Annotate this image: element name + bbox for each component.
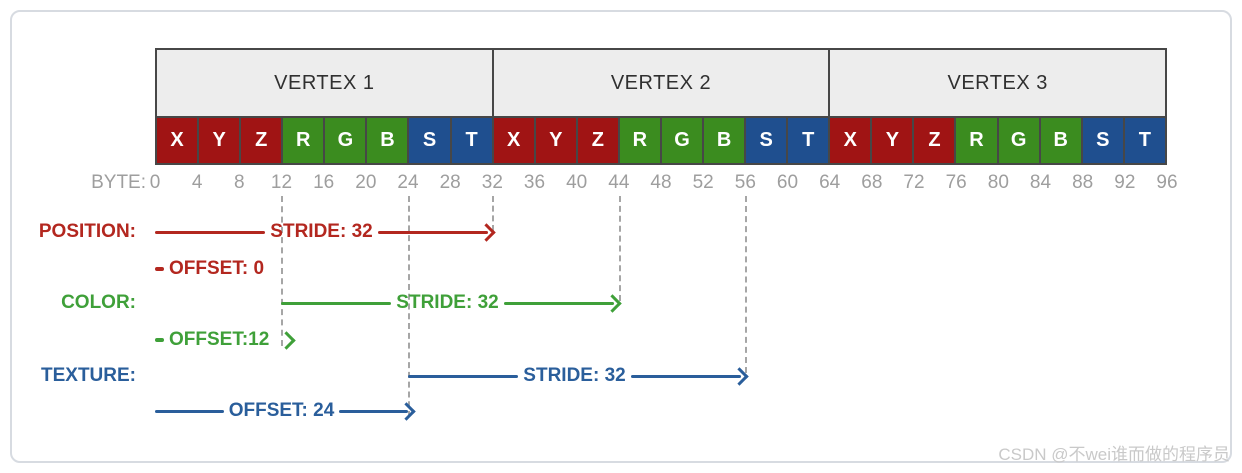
texture-offset-text: OFFSET: 24 bbox=[228, 400, 335, 421]
color-offset-arrow: OFFSET:12 bbox=[155, 329, 296, 351]
vertex1-header: VERTEX 1 bbox=[157, 50, 492, 116]
byte-tick: 16 bbox=[313, 172, 335, 193]
byte-tick: 76 bbox=[945, 172, 967, 193]
byte-tick: 56 bbox=[734, 172, 756, 193]
position-stride-arrow: STRIDE: 32 bbox=[155, 221, 496, 243]
guide-byte-24 bbox=[408, 196, 410, 417]
texture-label: TEXTURE: bbox=[41, 365, 136, 386]
guide-byte-56 bbox=[745, 196, 747, 373]
byte-tick: 80 bbox=[987, 172, 1009, 193]
byte-tick: 12 bbox=[270, 172, 293, 193]
color-stride-text: STRIDE: 32 bbox=[396, 292, 499, 313]
vertex-header-row: VERTEX 1 VERTEX 2 VERTEX 3 bbox=[157, 50, 1166, 118]
position-offset-text: OFFSET: 0 bbox=[169, 258, 265, 279]
cell-r: R bbox=[954, 118, 997, 163]
color-stride-arrow: STRIDE: 32 bbox=[281, 292, 622, 314]
arrow-line bbox=[281, 301, 392, 305]
cell-t: T bbox=[786, 118, 829, 163]
byte-tick: 72 bbox=[903, 172, 925, 193]
texture-stride-arrow: STRIDE: 32 bbox=[408, 365, 749, 387]
cell-g: G bbox=[996, 118, 1039, 163]
cell-z: Z bbox=[239, 118, 282, 163]
byte-tick: 92 bbox=[1114, 172, 1136, 193]
cell-b: B bbox=[702, 118, 745, 163]
arrowhead-icon bbox=[397, 401, 416, 421]
arrowhead-icon bbox=[730, 366, 749, 386]
byte-scale: 0 4 8 12 16 20 24 28 32 36 40 44 48 52 5… bbox=[150, 172, 1178, 196]
position-stride-text: STRIDE: 32 bbox=[270, 221, 373, 242]
cell-x: X bbox=[491, 118, 534, 163]
vertex-cells-row: X Y Z R G B S T X Y Z R G B S T X Y Z R … bbox=[157, 118, 1165, 163]
cell-y: Y bbox=[870, 118, 913, 163]
arrow-line bbox=[408, 374, 519, 378]
byte-tick: 28 bbox=[439, 172, 461, 193]
byte-tick: 68 bbox=[861, 172, 883, 193]
offset-dash bbox=[155, 267, 164, 271]
byte-tick: 88 bbox=[1072, 172, 1094, 193]
cell-z: Z bbox=[912, 118, 955, 163]
byte-tick: 36 bbox=[523, 172, 546, 193]
byte-scale-label: BYTE: bbox=[91, 172, 146, 193]
cell-y: Y bbox=[197, 118, 240, 163]
cell-r: R bbox=[617, 118, 660, 163]
position-label: POSITION: bbox=[38, 221, 136, 242]
arrowhead-icon bbox=[277, 330, 296, 350]
cell-x: X bbox=[828, 118, 871, 163]
position-offset-marker: OFFSET: 0 bbox=[155, 258, 264, 280]
byte-tick: 52 bbox=[692, 172, 714, 193]
byte-tick: 96 bbox=[1156, 172, 1178, 193]
cell-g: G bbox=[323, 118, 366, 163]
cell-t: T bbox=[1122, 118, 1165, 163]
cell-s: S bbox=[407, 118, 450, 163]
arrow-line bbox=[339, 409, 409, 413]
cell-b: B bbox=[365, 118, 408, 163]
byte-tick: 84 bbox=[1029, 172, 1052, 193]
color-offset-text: OFFSET:12 bbox=[169, 329, 270, 350]
byte-tick: 60 bbox=[776, 172, 799, 193]
byte-tick: 20 bbox=[355, 172, 377, 193]
cell-b: B bbox=[1038, 118, 1081, 163]
cell-s: S bbox=[744, 118, 787, 163]
vertex3-header: VERTEX 3 bbox=[828, 50, 1166, 116]
csdn-watermark: CSDN @不wei谁而做的程序员 bbox=[998, 445, 1230, 464]
cell-r: R bbox=[281, 118, 324, 163]
byte-tick: 32 bbox=[481, 172, 503, 193]
cell-t: T bbox=[449, 118, 492, 163]
byte-tick: 24 bbox=[397, 172, 419, 193]
byte-tick: 0 bbox=[149, 172, 161, 193]
cell-x: X bbox=[157, 118, 198, 163]
byte-tick: 8 bbox=[234, 172, 245, 193]
byte-tick: 48 bbox=[650, 172, 672, 193]
color-label: COLOR: bbox=[61, 292, 136, 313]
guide-byte-44 bbox=[619, 196, 621, 301]
texture-stride-text: STRIDE: 32 bbox=[523, 365, 626, 386]
arrow-line bbox=[155, 230, 266, 234]
vertex2-header: VERTEX 2 bbox=[491, 50, 829, 116]
guide-byte-32 bbox=[492, 196, 494, 231]
cell-y: Y bbox=[533, 118, 576, 163]
texture-offset-arrow: OFFSET: 24 bbox=[155, 400, 416, 422]
arrow-line bbox=[377, 230, 489, 234]
guide-byte-12 bbox=[281, 196, 283, 346]
cell-s: S bbox=[1080, 118, 1123, 163]
cell-z: Z bbox=[575, 118, 618, 163]
byte-tick: 64 bbox=[819, 172, 841, 193]
byte-tick: 44 bbox=[608, 172, 630, 193]
arrowhead-icon bbox=[477, 222, 496, 242]
offset-dash bbox=[155, 338, 164, 342]
arrowhead-icon bbox=[603, 293, 622, 313]
arrow-line bbox=[503, 301, 615, 305]
arrow-line bbox=[155, 409, 224, 413]
arrow-line bbox=[630, 374, 742, 378]
byte-tick: 4 bbox=[191, 172, 203, 193]
vertex-table: VERTEX 1 VERTEX 2 VERTEX 3 X Y Z R G B S… bbox=[155, 48, 1167, 165]
cell-g: G bbox=[659, 118, 703, 163]
byte-tick: 40 bbox=[566, 172, 588, 193]
